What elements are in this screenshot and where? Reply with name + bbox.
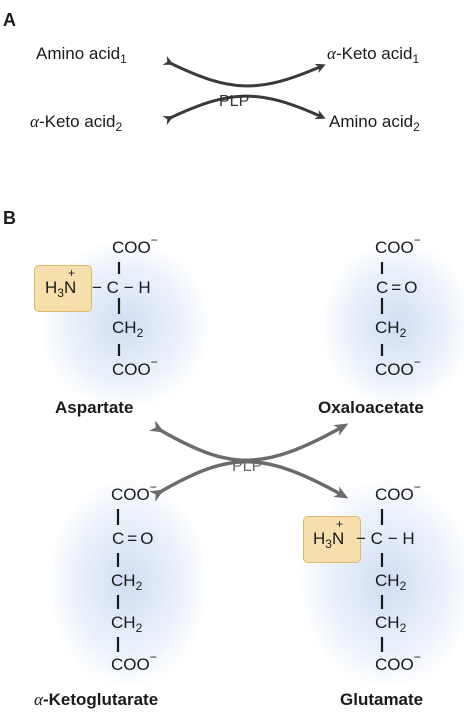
aspartate-amine-charge: + [68, 266, 76, 280]
glutamate-ch2-b: CH2 [375, 613, 407, 635]
panel-b-plp-label: PLP [232, 458, 263, 475]
panel-a-plp-label: PLP [219, 93, 250, 110]
keto-acid-1-label: α-Keto acid1 [327, 44, 420, 66]
ketoglutarate-ch2-b: CH2 [111, 613, 143, 635]
oxaloacetate-name: Oxaloacetate [318, 398, 424, 417]
oxaloacetate-glow [322, 240, 464, 410]
glutamate-amine-charge: + [336, 517, 344, 531]
glutamate-amine-highlight [303, 516, 361, 563]
glutamate-alpha-carbon-row: − C − H [356, 529, 415, 548]
oxaloacetate-top-carboxylate: COO− [375, 233, 421, 257]
arrow-a-upper [162, 55, 326, 88]
aspartate-amine: H3N [45, 278, 77, 300]
glutamate-top-carboxylate: COO− [375, 480, 421, 504]
aspartate-ch2: CH2 [112, 318, 144, 340]
glutamate-ch2-a: CH2 [375, 571, 407, 593]
aspartate-top-carboxylate: COO− [112, 233, 158, 257]
panel-a-label: A [3, 10, 16, 30]
aspartate-alpha-carbon-row: − C − H [92, 278, 151, 297]
ketoglutarate-name: α-Ketoglutarate [34, 690, 159, 709]
ketoglutarate-bottom-carboxylate: COO− [111, 650, 157, 674]
oxaloacetate-ch2: CH2 [375, 318, 407, 340]
glutamate-amine: H3N [313, 529, 345, 551]
amino-acid-2-label: Amino acid2 [329, 112, 420, 134]
ketoglutarate-glow [48, 478, 208, 688]
ketoglutarate-keto: C=O [112, 529, 157, 548]
amino-acid-1-label: Amino acid1 [36, 44, 127, 66]
aspartate-bottom-carboxylate: COO− [112, 355, 158, 379]
glutamate-bottom-carboxylate: COO− [375, 650, 421, 674]
aspartate-name: Aspartate [55, 398, 134, 417]
arrow-b-upper [149, 420, 349, 462]
glutamate-name: Glutamate [340, 690, 424, 709]
ketoglutarate-ch2-a: CH2 [111, 571, 143, 593]
arrow-a-lower [162, 94, 326, 126]
arrow-b-lower [149, 460, 349, 502]
ketoglutarate-top-carboxylate: COO− [111, 480, 157, 504]
keto-acid-2-label: α-Keto acid2 [30, 112, 123, 134]
panel-b-label: B [3, 208, 16, 228]
oxaloacetate-keto: C=O [376, 278, 421, 297]
aspartate-amine-highlight [34, 265, 92, 312]
oxaloacetate-bottom-carboxylate: COO− [375, 355, 421, 379]
